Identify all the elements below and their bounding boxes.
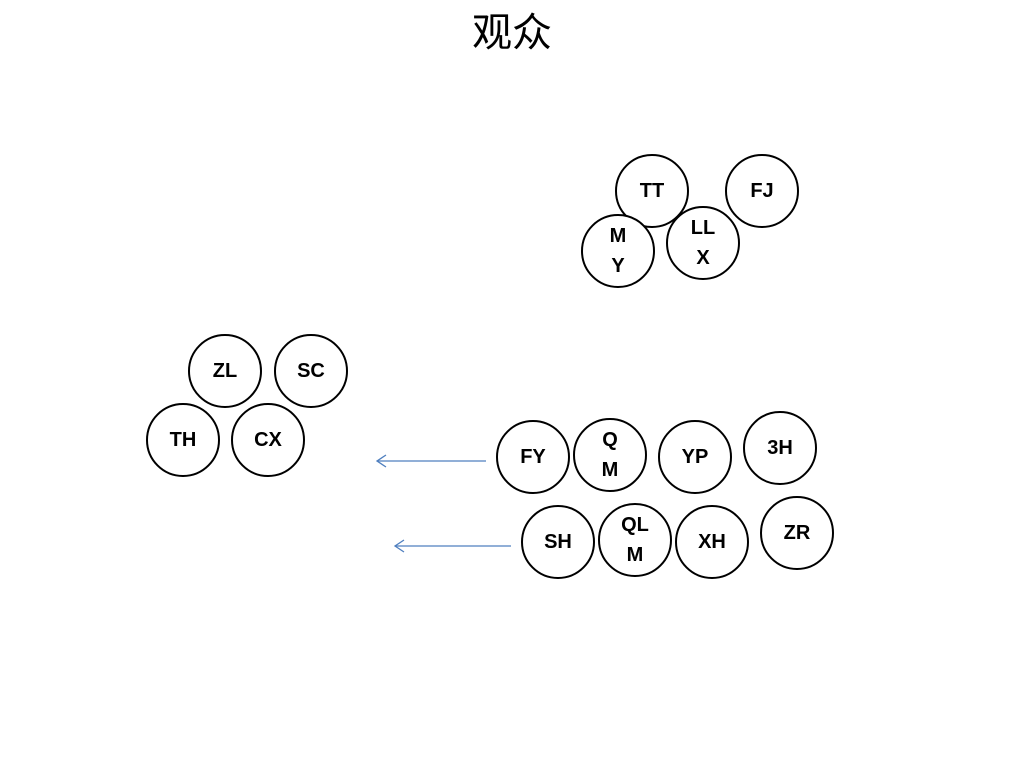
- diagram-title: 观众: [472, 10, 552, 56]
- node-label: Q M: [601, 429, 619, 481]
- node-qm: Q M: [573, 418, 647, 492]
- node-label: QL M: [621, 514, 649, 566]
- node-label: LL X: [690, 217, 716, 269]
- node-label: 3H: [767, 437, 793, 459]
- node-th: TH: [146, 403, 220, 477]
- node-fj: FJ: [725, 154, 799, 228]
- node-zl: ZL: [188, 334, 262, 408]
- node-label: YP: [681, 446, 709, 468]
- node-zr: ZR: [760, 496, 834, 570]
- node-label: ZR: [783, 522, 811, 544]
- arrow-upper: [375, 454, 486, 468]
- node-label: SH: [544, 531, 572, 553]
- node-xh: XH: [675, 505, 749, 579]
- node-llx: LL X: [666, 206, 740, 280]
- node-label: XH: [698, 531, 726, 553]
- node-label: FY: [520, 446, 546, 468]
- node-label: TH: [169, 429, 197, 451]
- node-my: M Y: [581, 214, 655, 288]
- node-label: CX: [254, 429, 282, 451]
- node-qlm: QL M: [598, 503, 672, 577]
- node-label: ZL: [212, 360, 238, 382]
- arrow-lower: [393, 539, 511, 553]
- node-3h: 3H: [743, 411, 817, 485]
- node-sc: SC: [274, 334, 348, 408]
- node-sh: SH: [521, 505, 595, 579]
- node-cx: CX: [231, 403, 305, 477]
- node-label: FJ: [750, 180, 774, 202]
- node-fy: FY: [496, 420, 570, 494]
- node-label: SC: [297, 360, 325, 382]
- node-yp: YP: [658, 420, 732, 494]
- node-label: TT: [639, 180, 665, 202]
- node-label: M Y: [609, 225, 627, 277]
